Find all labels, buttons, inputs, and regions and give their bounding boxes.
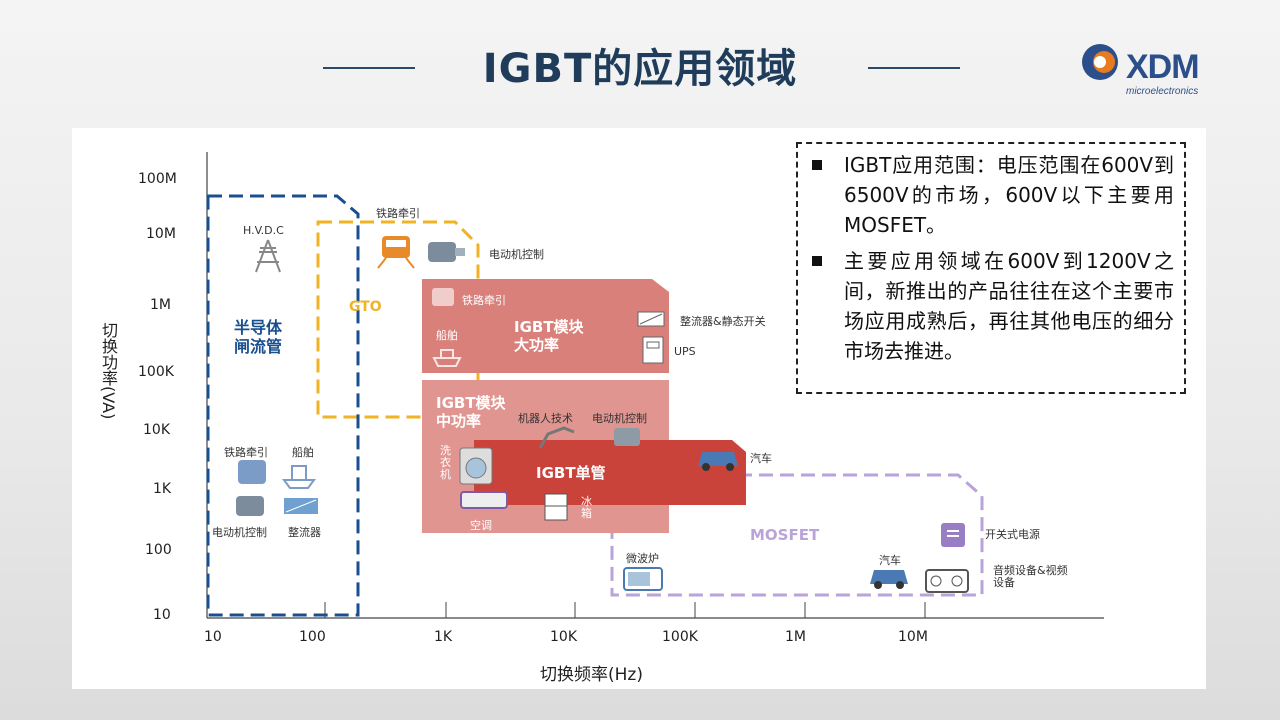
mosfet-region	[610, 473, 984, 597]
transmission-tower-icon	[255, 239, 281, 273]
y-axis-label: 切换功率(VA)	[98, 322, 118, 423]
igbt-large-label: IGBT模块 大功率	[514, 318, 584, 354]
thy-motor-label: 电动机控制	[212, 526, 267, 539]
note-item: IGBT应用范围：电压范围在600V到6500V的市场，600V以下主要用MOS…	[812, 150, 1174, 240]
mosfet-region-label: MOSFET	[750, 526, 820, 544]
train-icon-large	[432, 288, 454, 306]
x-tick: 100	[299, 629, 326, 645]
y-tick: 10M	[146, 226, 176, 242]
fridge-icon	[544, 493, 568, 521]
bullet-icon	[812, 256, 822, 266]
gto-rail-label: 铁路牵引	[376, 207, 420, 220]
company-logo: XDM microelectronics	[1078, 38, 1228, 102]
x-tick: 100K	[662, 629, 698, 645]
rectifier-icon	[637, 311, 665, 327]
x-axis-label: 切换频率(Hz)	[540, 665, 643, 685]
note-item: 主要应用领域在600V到1200V之间，新推出的产品往往在这个主要市场应用成熟后…	[812, 246, 1174, 366]
mid-motor-label: 电动机控制	[592, 412, 647, 425]
washer-label: 洗 衣 机	[440, 444, 451, 481]
x-axis-ticks	[324, 602, 926, 618]
y-tick: 1K	[153, 481, 172, 497]
av-label: 音频设备&视频 设备	[993, 564, 1068, 589]
x-tick: 10K	[550, 629, 577, 645]
ac-icon	[460, 491, 508, 509]
logo-subtext: microelectronics	[1126, 86, 1199, 97]
ac-label: 空调	[470, 519, 492, 532]
robot-arm-icon	[538, 426, 575, 449]
car2-label: 汽车	[879, 554, 901, 567]
rectifier-static-label: 整流器&静态开关	[680, 315, 766, 328]
ship-icon-thy	[282, 465, 316, 489]
train-icon	[377, 236, 415, 269]
thy-rectifier-label: 整流器	[288, 526, 321, 539]
y-tick: 100K	[138, 364, 174, 380]
power-supply-icon	[941, 523, 965, 547]
igbt-single-label: IGBT单管	[536, 464, 606, 482]
hvdc-label: H.V.D.C	[243, 224, 284, 237]
notes-box: IGBT应用范围：电压范围在600V到6500V的市场，600V以下主要用MOS…	[796, 142, 1186, 394]
x-tick: 1K	[434, 629, 453, 645]
igbt-large-region	[422, 279, 669, 373]
train-icon-thy	[238, 460, 266, 484]
car-icon-mosfet	[870, 570, 908, 589]
x-tick: 10	[204, 629, 222, 645]
thy-ship-label: 船舶	[292, 446, 314, 459]
logo-text: XDM	[1126, 48, 1200, 86]
ups-label: UPS	[674, 345, 696, 358]
x-tick: 1M	[785, 629, 806, 645]
rectifier-icon-thy	[284, 498, 318, 514]
car-icon	[698, 452, 738, 471]
thyristor-region	[206, 194, 360, 617]
thy-rail-label: 铁路牵引	[224, 446, 268, 459]
y-tick: 100M	[138, 171, 177, 187]
thyristor-region-label: 半导体 闸流管	[234, 318, 283, 356]
igbt-mid-label: IGBT模块 中功率	[436, 394, 506, 430]
y-axis-label-text: 切换功率(VA)	[99, 322, 118, 420]
gto-motor-label: 电动机控制	[489, 248, 544, 261]
microwave-label: 微波炉	[626, 552, 659, 565]
car-label: 汽车	[750, 452, 772, 465]
title-rule-right	[868, 67, 960, 69]
page-title: IGBT的应用领域	[482, 46, 798, 92]
gto-region-label: GTO	[349, 299, 382, 315]
washer-icon	[459, 447, 493, 485]
motor-icon	[428, 242, 465, 262]
x-tick: 10M	[898, 629, 928, 645]
robot-label: 机器人技术	[518, 412, 573, 425]
title-rule-left	[323, 67, 415, 69]
bullet-icon	[812, 160, 822, 170]
microwave-icon	[623, 567, 663, 591]
note-text: IGBT应用范围：电压范围在600V到6500V的市场，600V以下主要用MOS…	[844, 153, 1174, 237]
y-tick: 10K	[143, 422, 170, 438]
y-tick: 1M	[150, 297, 171, 313]
large-rail-label: 铁路牵引	[462, 294, 506, 307]
radio-icon	[925, 569, 969, 593]
y-tick: 100	[145, 542, 172, 558]
igbt-single-region	[474, 440, 746, 505]
logo-mark-icon	[1082, 44, 1118, 80]
note-text: 主要应用领域在600V到1200V之间，新推出的产品往往在这个主要市场应用成熟后…	[844, 249, 1174, 363]
large-ship-label: 船舶	[436, 329, 458, 342]
y-tick: 10	[153, 607, 171, 623]
motor-icon-mid	[614, 428, 640, 446]
motor-icon-thy	[236, 496, 264, 516]
ship-icon-large	[432, 349, 462, 367]
ups-icon	[642, 336, 664, 364]
switch-power-label: 开关式电源	[985, 528, 1040, 541]
fridge-label: 冰 箱	[581, 495, 592, 520]
